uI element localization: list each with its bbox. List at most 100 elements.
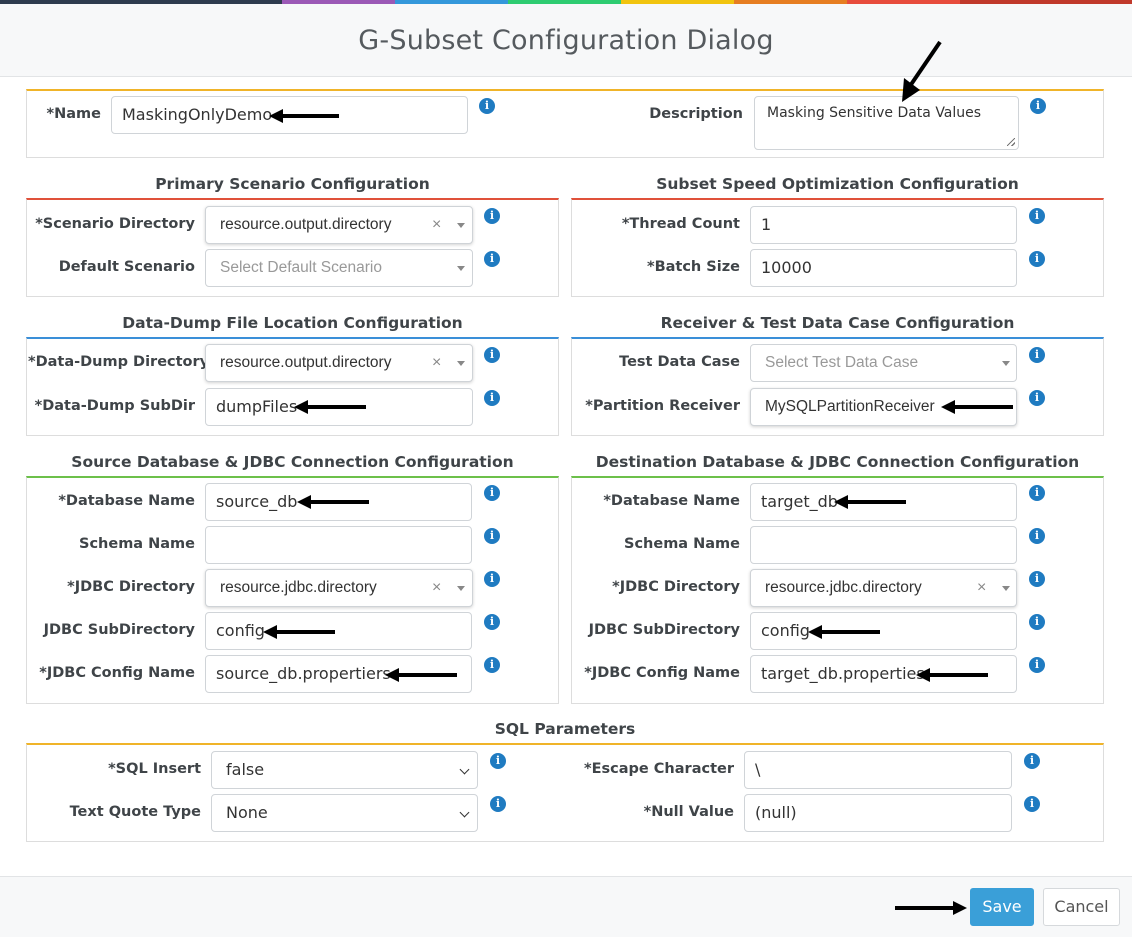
select-placeholder: Select Default Scenario xyxy=(220,259,382,276)
clear-x-icon[interactable]: × xyxy=(432,579,442,596)
section-title-source-db: Source Database & JDBC Connection Config… xyxy=(71,453,514,471)
info-icon[interactable]: i xyxy=(1029,390,1045,406)
color-stripe xyxy=(508,0,621,4)
info-icon[interactable]: i xyxy=(1024,796,1040,812)
clear-x-icon[interactable]: × xyxy=(432,354,442,371)
arrow-annotation-icon xyxy=(916,668,988,682)
save-button[interactable]: Save xyxy=(970,888,1034,926)
chevron-down-icon xyxy=(459,764,470,775)
clear-x-icon[interactable]: × xyxy=(977,579,987,596)
source-schema-label: Schema Name xyxy=(79,536,195,552)
sql-insert-select[interactable]: false xyxy=(211,751,478,789)
info-icon[interactable]: i xyxy=(484,390,500,406)
description-textarea[interactable]: Masking Sensitive Data Values xyxy=(754,96,1019,150)
default-scenario-label: Default Scenario xyxy=(58,259,195,275)
arrow-annotation-icon xyxy=(263,625,335,639)
info-icon[interactable]: i xyxy=(1030,98,1046,114)
null-value-input[interactable]: (null) xyxy=(744,794,1012,832)
info-icon[interactable]: i xyxy=(479,98,495,114)
info-icon[interactable]: i xyxy=(1024,753,1040,769)
arrow-annotation-icon xyxy=(941,400,1013,414)
info-icon[interactable]: i xyxy=(1029,251,1045,267)
dest-jdbc-subdir-label: JDBC SubDirectory xyxy=(588,622,740,638)
info-icon[interactable]: i xyxy=(484,614,500,630)
thread-count-label: *Thread Count xyxy=(621,216,740,232)
null-value-label: *Null Value xyxy=(643,804,734,820)
info-icon[interactable]: i xyxy=(1029,614,1045,630)
arrow-annotation-icon xyxy=(294,400,366,414)
batch-size-input[interactable]: 10000 xyxy=(750,249,1017,287)
source-jdbc-subdir-input[interactable]: config xyxy=(205,612,472,650)
arrow-annotation-icon xyxy=(808,625,880,639)
source-db-name-label: *Database Name xyxy=(58,493,195,509)
dialog-title: G-Subset Configuration Dialog xyxy=(358,25,774,56)
info-icon[interactable]: i xyxy=(1029,571,1045,587)
batch-size-label: *Batch Size xyxy=(646,259,740,275)
dest-jdbc-dir-select[interactable]: resource.jdbc.directory × xyxy=(750,569,1017,607)
escape-character-label: *Escape Character xyxy=(584,761,734,777)
section-title-data-dump: Data-Dump File Location Configuration xyxy=(122,314,463,332)
chevron-down-icon xyxy=(459,807,470,818)
test-data-case-label: Test Data Case xyxy=(619,354,740,370)
cancel-button[interactable]: Cancel xyxy=(1043,888,1120,926)
select-value: resource.output.directory xyxy=(220,216,392,233)
data-dump-directory-select[interactable]: resource.output.directory × xyxy=(205,344,473,382)
source-jdbc-config-input[interactable]: source_db.propertiers xyxy=(205,655,472,693)
select-placeholder: Select Test Data Case xyxy=(765,354,919,371)
test-data-case-select[interactable]: Select Test Data Case xyxy=(750,344,1017,382)
info-icon[interactable]: i xyxy=(490,753,506,769)
dest-jdbc-subdir-input[interactable]: config xyxy=(750,612,1017,650)
arrow-annotation-icon xyxy=(902,40,942,102)
info-icon[interactable]: i xyxy=(484,528,500,544)
clear-x-icon[interactable]: × xyxy=(432,216,442,233)
caret-down-icon xyxy=(457,361,465,366)
section-title-speed: Subset Speed Optimization Configuration xyxy=(656,175,1019,193)
info-icon[interactable]: i xyxy=(484,485,500,501)
source-jdbc-dir-select[interactable]: resource.jdbc.directory × xyxy=(205,569,473,607)
caret-down-icon xyxy=(457,586,465,591)
top-color-bar xyxy=(0,0,1132,4)
info-icon[interactable]: i xyxy=(1029,485,1045,501)
thread-count-input[interactable]: 1 xyxy=(750,206,1017,244)
info-icon[interactable]: i xyxy=(1029,347,1045,363)
scenario-directory-select[interactable]: resource.output.directory × xyxy=(205,206,473,244)
select-value: resource.output.directory xyxy=(220,354,392,371)
info-icon[interactable]: i xyxy=(1029,208,1045,224)
arrow-annotation-icon xyxy=(834,495,906,509)
escape-character-input[interactable]: \ xyxy=(744,751,1012,789)
text-quote-type-label: Text Quote Type xyxy=(69,804,201,820)
info-icon[interactable]: i xyxy=(484,251,500,267)
arrow-annotation-icon xyxy=(269,109,339,123)
resize-handle-icon[interactable] xyxy=(1007,138,1015,146)
color-stripe xyxy=(960,0,1132,4)
text-quote-type-select[interactable]: None xyxy=(211,794,478,832)
description-label: Description xyxy=(649,106,743,122)
scenario-directory-label: *Scenario Directory xyxy=(35,216,195,232)
info-icon[interactable]: i xyxy=(484,208,500,224)
section-title-destination-db: Destination Database & JDBC Connection C… xyxy=(595,453,1080,471)
source-schema-input[interactable] xyxy=(205,526,472,564)
info-icon[interactable]: i xyxy=(1029,657,1045,673)
caret-down-icon xyxy=(457,266,465,271)
arrow-annotation-icon xyxy=(385,668,457,682)
dest-db-name-label: *Database Name xyxy=(603,493,740,509)
caret-down-icon xyxy=(1002,361,1010,366)
source-jdbc-dir-label: *JDBC Directory xyxy=(67,579,195,595)
select-value: None xyxy=(226,803,268,822)
info-icon[interactable]: i xyxy=(484,347,500,363)
caret-down-icon xyxy=(1002,586,1010,591)
color-stripe xyxy=(847,0,960,4)
dest-schema-input[interactable] xyxy=(750,526,1017,564)
info-icon[interactable]: i xyxy=(484,657,500,673)
color-stripe xyxy=(282,0,395,4)
source-jdbc-config-label: *JDBC Config Name xyxy=(39,665,195,681)
arrow-annotation-icon xyxy=(297,495,369,509)
dialog-header: G-Subset Configuration Dialog xyxy=(0,4,1132,77)
info-icon[interactable]: i xyxy=(1029,528,1045,544)
dest-jdbc-config-label: *JDBC Config Name xyxy=(584,665,740,681)
info-icon[interactable]: i xyxy=(484,571,500,587)
color-stripe xyxy=(395,0,508,4)
info-icon[interactable]: i xyxy=(490,796,506,812)
dest-schema-label: Schema Name xyxy=(624,536,740,552)
default-scenario-select[interactable]: Select Default Scenario xyxy=(205,249,473,287)
